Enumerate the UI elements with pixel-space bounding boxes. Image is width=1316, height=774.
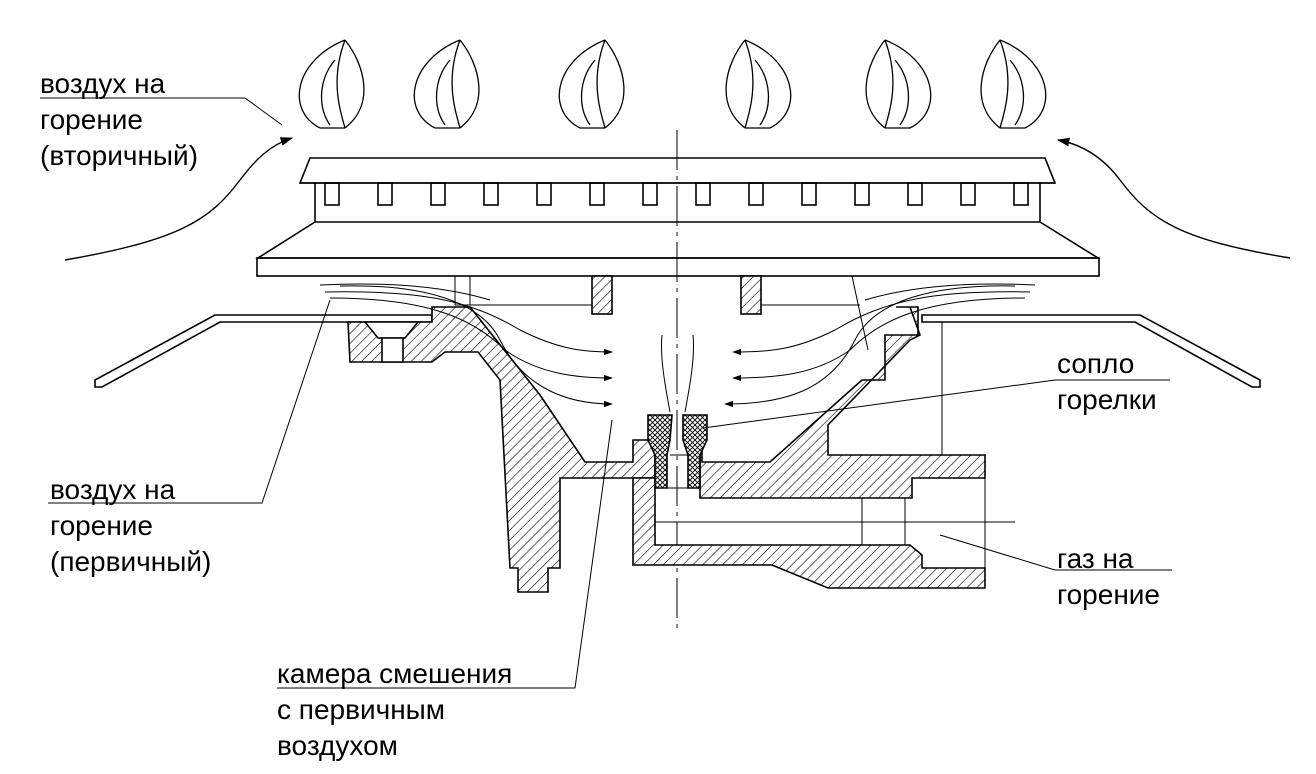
leader-secondary-air bbox=[40, 97, 283, 126]
label-mixing-chamber: камера смешения с первичным воздухом bbox=[277, 656, 512, 764]
flame-icon bbox=[298, 39, 365, 129]
construction-lines bbox=[655, 322, 1015, 568]
hob-plate-left bbox=[94, 314, 433, 388]
label-line: горение bbox=[40, 104, 143, 135]
label-line: камера смешения bbox=[277, 658, 513, 689]
leader-primary-air bbox=[48, 299, 331, 504]
secondary-air-arrow-right bbox=[1056, 137, 1291, 259]
leader-lines bbox=[40, 97, 1172, 689]
label-gas: газ на горение bbox=[1057, 541, 1160, 613]
cap-leg bbox=[740, 275, 762, 315]
leader-mixing-chamber bbox=[277, 419, 613, 689]
cap-leg bbox=[591, 275, 613, 315]
primary-air-streamlines-left bbox=[319, 283, 613, 408]
flame-icons bbox=[298, 39, 1047, 129]
secondary-air-arrow-left bbox=[64, 137, 294, 261]
label-nozzle: сопло горелки bbox=[1057, 346, 1157, 418]
label-line: горение bbox=[1057, 579, 1160, 610]
label-secondary-air: воздух на горение (вторичный) bbox=[40, 66, 198, 174]
flame-icon bbox=[980, 39, 1047, 129]
label-line: (вторичный) bbox=[40, 140, 199, 171]
label-line: газ на bbox=[1057, 543, 1134, 574]
label-line: (первичный) bbox=[50, 546, 212, 577]
label-line: сопло bbox=[1057, 348, 1135, 379]
label-line: воздухом bbox=[277, 730, 398, 761]
label-line: горелки bbox=[1057, 384, 1157, 415]
label-primary-air: воздух на горение (первичный) bbox=[50, 472, 211, 580]
hob-plate-right bbox=[921, 314, 1261, 388]
label-line: воздух на bbox=[50, 474, 176, 505]
flame-icon bbox=[725, 39, 792, 129]
flame-icon bbox=[558, 39, 625, 129]
label-line: горение bbox=[50, 510, 153, 541]
burner-cap bbox=[255, 157, 1101, 277]
gas-pipe bbox=[632, 477, 986, 589]
leader-nozzle bbox=[702, 379, 1170, 429]
label-line: с первичным bbox=[277, 694, 446, 725]
leader-gas bbox=[939, 534, 1172, 571]
gas-jet bbox=[661, 334, 694, 413]
flame-ports bbox=[324, 182, 1029, 206]
flame-icon bbox=[865, 39, 932, 129]
primary-air-opening bbox=[363, 321, 420, 339]
flame-icon bbox=[413, 39, 480, 129]
primary-air-streamlines-right bbox=[724, 283, 1036, 408]
label-line: воздух на bbox=[40, 68, 166, 99]
